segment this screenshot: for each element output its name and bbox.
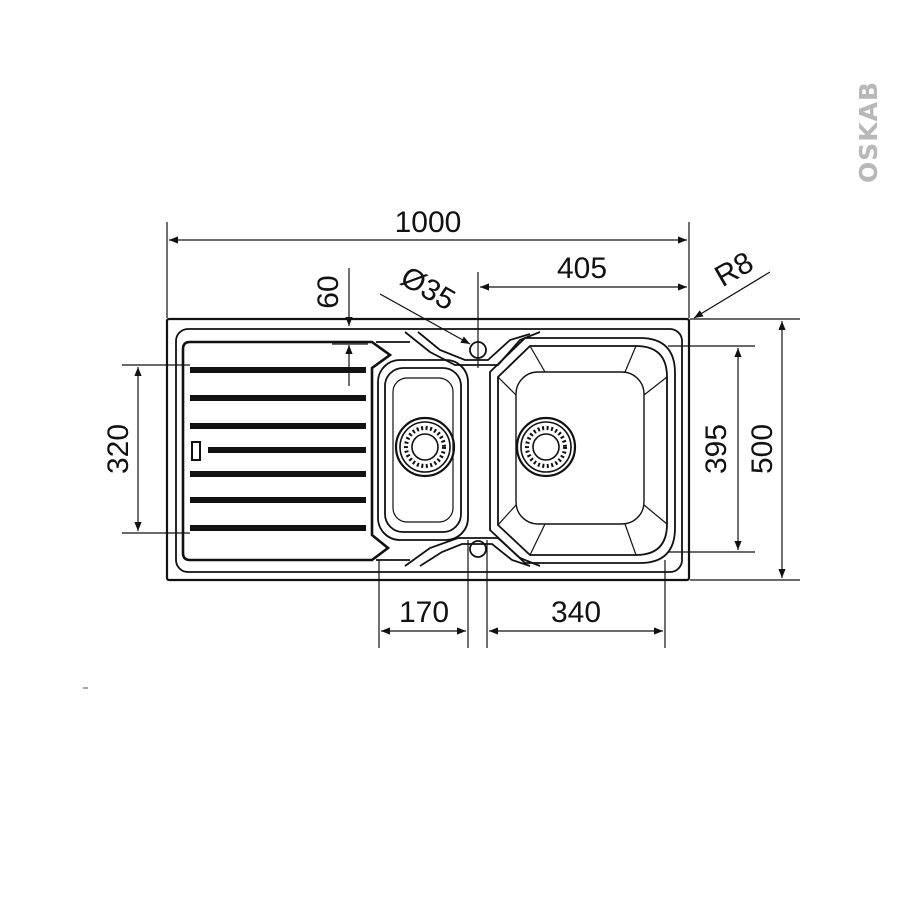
label-drainer-offset: 60 bbox=[312, 275, 345, 308]
drainer-board bbox=[181, 340, 393, 562]
overflow-slot bbox=[191, 441, 201, 461]
large-bowl-rim bbox=[489, 337, 676, 564]
large-bowl-drain-icon bbox=[515, 416, 577, 478]
label-bowl-depth: 395 bbox=[700, 424, 733, 474]
sink-outline bbox=[165, 317, 691, 582]
sink-inner-rim bbox=[175, 328, 683, 573]
label-right-offset: 405 bbox=[557, 252, 607, 285]
oskab-logo-text: OSKAB bbox=[854, 81, 883, 183]
label-large-bowl-width: 340 bbox=[551, 596, 601, 629]
bowl-surround bbox=[376, 331, 541, 567]
sink-outer-edge bbox=[165, 317, 691, 582]
small-bowl-rim bbox=[377, 359, 469, 541]
small-bowl bbox=[377, 359, 469, 541]
lower-hole-icon bbox=[469, 540, 487, 558]
large-bowl-floor bbox=[515, 371, 645, 525]
drainer-outline bbox=[181, 340, 393, 562]
small-bowl-drain-icon bbox=[394, 416, 456, 478]
label-small-bowl-width: 170 bbox=[399, 596, 449, 629]
label-overall-width: 1000 bbox=[395, 206, 462, 239]
label-overall-depth: 500 bbox=[746, 424, 779, 474]
large-bowl bbox=[489, 337, 676, 564]
large-bowl-basin bbox=[497, 345, 668, 556]
dim-line-d35 bbox=[379, 293, 471, 345]
small-bowl-basin bbox=[384, 367, 462, 533]
dim-line-r8 bbox=[693, 271, 771, 319]
small-bowl-floor bbox=[392, 377, 454, 523]
label-corner-radius: R8 bbox=[709, 246, 759, 294]
dimension-lines bbox=[122, 222, 800, 648]
oskab-logo: OSKAB bbox=[854, 81, 883, 183]
label-drainer-depth: 320 bbox=[102, 424, 135, 474]
label-tap-hole: Ø35 bbox=[395, 260, 461, 317]
